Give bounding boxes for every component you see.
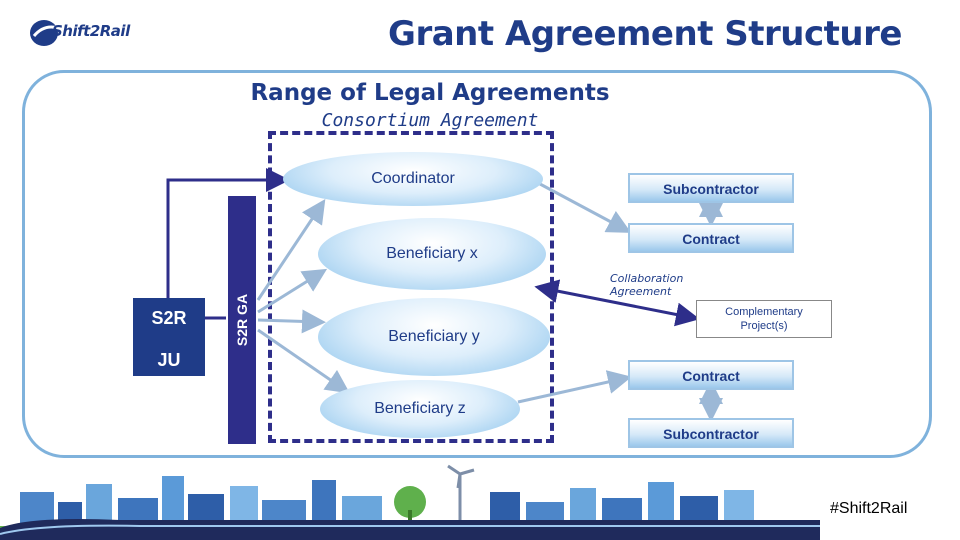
- contract-top-box: Contract: [628, 223, 794, 253]
- complementary-line1: Complementary: [725, 306, 803, 318]
- ju-label: JU: [157, 350, 181, 370]
- contract-bottom-box: Contract: [628, 360, 794, 390]
- s2r-ju-node: S2R: [133, 298, 205, 376]
- page-title: Grant Agreement Structure: [388, 14, 902, 54]
- beneficiary-x-node: Beneficiary x: [318, 218, 546, 290]
- subcontractor-bottom-box: Subcontractor: [628, 418, 794, 448]
- collaboration-line2: Agreement: [610, 285, 672, 298]
- collaboration-line: [534, 279, 700, 327]
- beneficiary-y-node: Beneficiary y: [318, 298, 550, 376]
- consortium-label: Consortium Agreement: [321, 110, 539, 131]
- s2r-label: S2R: [151, 308, 187, 328]
- beneficiary-z-node: Beneficiary z: [320, 380, 520, 438]
- ga-benz-line: [257, 328, 350, 394]
- ga-beny-line: [257, 309, 326, 334]
- diagram-subtitle: Range of Legal Agreements: [250, 80, 610, 106]
- benz-contract-line: [517, 370, 632, 404]
- hashtag-label: #Shift2Rail: [830, 500, 908, 517]
- logo-text: Shift2Rail: [52, 22, 130, 40]
- city-skyline-illustration: [0, 464, 820, 540]
- ga-coordinator-line: [256, 199, 326, 301]
- s2r-ga-label: S2R GA: [234, 293, 250, 347]
- s2r-ga-bar: S2R GA: [228, 196, 256, 444]
- complementary-projects-box: Complementary Project(s): [696, 300, 832, 338]
- agreements-frame: [22, 70, 932, 458]
- collaboration-line1: Collaboration: [610, 272, 684, 285]
- collaboration-agreement-label: Collaboration Agreement: [610, 272, 683, 298]
- shift2rail-logo: [30, 20, 59, 46]
- subcontractor-top-box: Subcontractor: [628, 173, 794, 203]
- coordinator-node: Coordinator: [283, 152, 543, 206]
- coordinator-contract-line: [539, 182, 632, 233]
- ju-coordinator-line: [166, 168, 290, 298]
- ga-benx-line: [257, 268, 328, 314]
- complementary-line2: Project(s): [740, 320, 788, 332]
